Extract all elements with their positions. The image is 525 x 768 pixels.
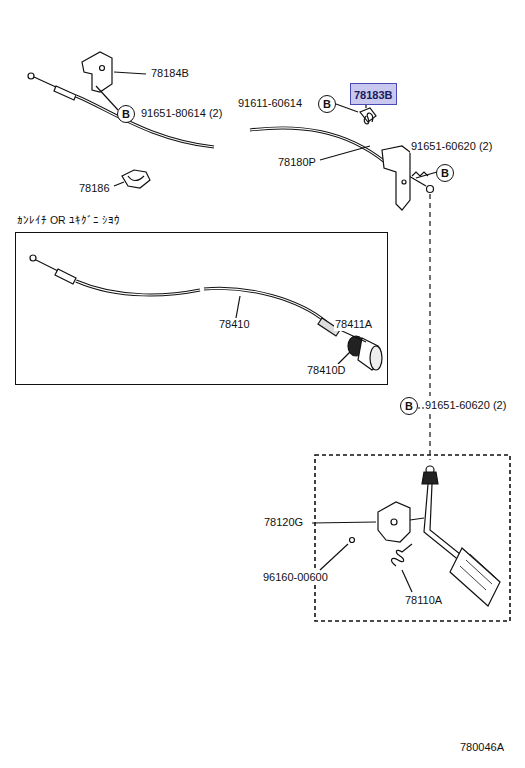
reference-letter: B	[323, 98, 331, 111]
return-spring	[392, 544, 412, 566]
pedal-assembly-region	[315, 455, 510, 621]
leader-line	[114, 72, 146, 74]
part-number: 91651-60620 (2)	[410, 140, 493, 153]
cold-region-option-frame: ｶﾝﾚｲﾁ OR ﾕｷｸﾞﾆ ｼﾖｳ	[15, 214, 388, 385]
cable-bracket	[82, 52, 112, 92]
cable-end-bracket	[382, 146, 410, 210]
part-number: 78410	[218, 318, 251, 331]
part-number: 78110A	[404, 594, 443, 607]
part-number: 78180P	[277, 156, 317, 169]
part-number: 78184B	[150, 67, 190, 80]
leader-line	[320, 146, 370, 160]
pedal-bracket	[378, 502, 410, 542]
circled-reference-letter: B	[400, 397, 418, 415]
circled-reference-letter: B	[318, 95, 336, 113]
option-heading: ｶﾝﾚｲﾁ OR ﾕｷｸﾞﾆ ｼﾖｳ	[17, 214, 120, 227]
leader-line	[416, 172, 437, 178]
figure-number: 780046A	[459, 741, 505, 754]
cable-clip	[122, 170, 150, 188]
frame-border	[15, 232, 388, 385]
leader-line	[320, 544, 348, 570]
cold-area-cable	[30, 255, 382, 370]
reference-letter: B	[441, 167, 449, 180]
part-number: 96160-00600	[262, 571, 329, 584]
part-number: 78183B	[354, 89, 393, 101]
accelerator-cable	[28, 73, 434, 193]
leader-line	[312, 522, 376, 523]
leader-line	[114, 182, 124, 186]
reference-letter: B	[122, 108, 130, 121]
leader-line	[338, 352, 350, 364]
dashed-reference-line	[429, 414, 430, 460]
leader-line	[402, 570, 412, 592]
part-number: 78410D	[306, 364, 347, 377]
cable-lock-clip	[360, 108, 376, 122]
retainer-clip	[350, 538, 355, 543]
leader-line	[236, 296, 240, 318]
part-number: 91651-60620 (2)	[424, 399, 507, 412]
part-number: 78186	[78, 182, 111, 195]
reference-letter: B	[405, 400, 413, 413]
part-number: 91651-80614 (2)	[140, 107, 223, 120]
accelerator-pedal	[422, 466, 500, 606]
part-number: 91611-60614	[237, 97, 303, 110]
leader-line	[336, 104, 358, 112]
leader-line	[96, 86, 118, 110]
circled-reference-letter: B	[117, 105, 135, 123]
part-number: 78120G	[263, 516, 304, 529]
highlighted-part-number: 78183B	[350, 83, 397, 105]
dashed-reference-line	[429, 194, 430, 396]
leader-line	[340, 330, 366, 342]
circled-reference-letter: B	[436, 164, 454, 182]
part-number: 78411A	[334, 318, 373, 331]
